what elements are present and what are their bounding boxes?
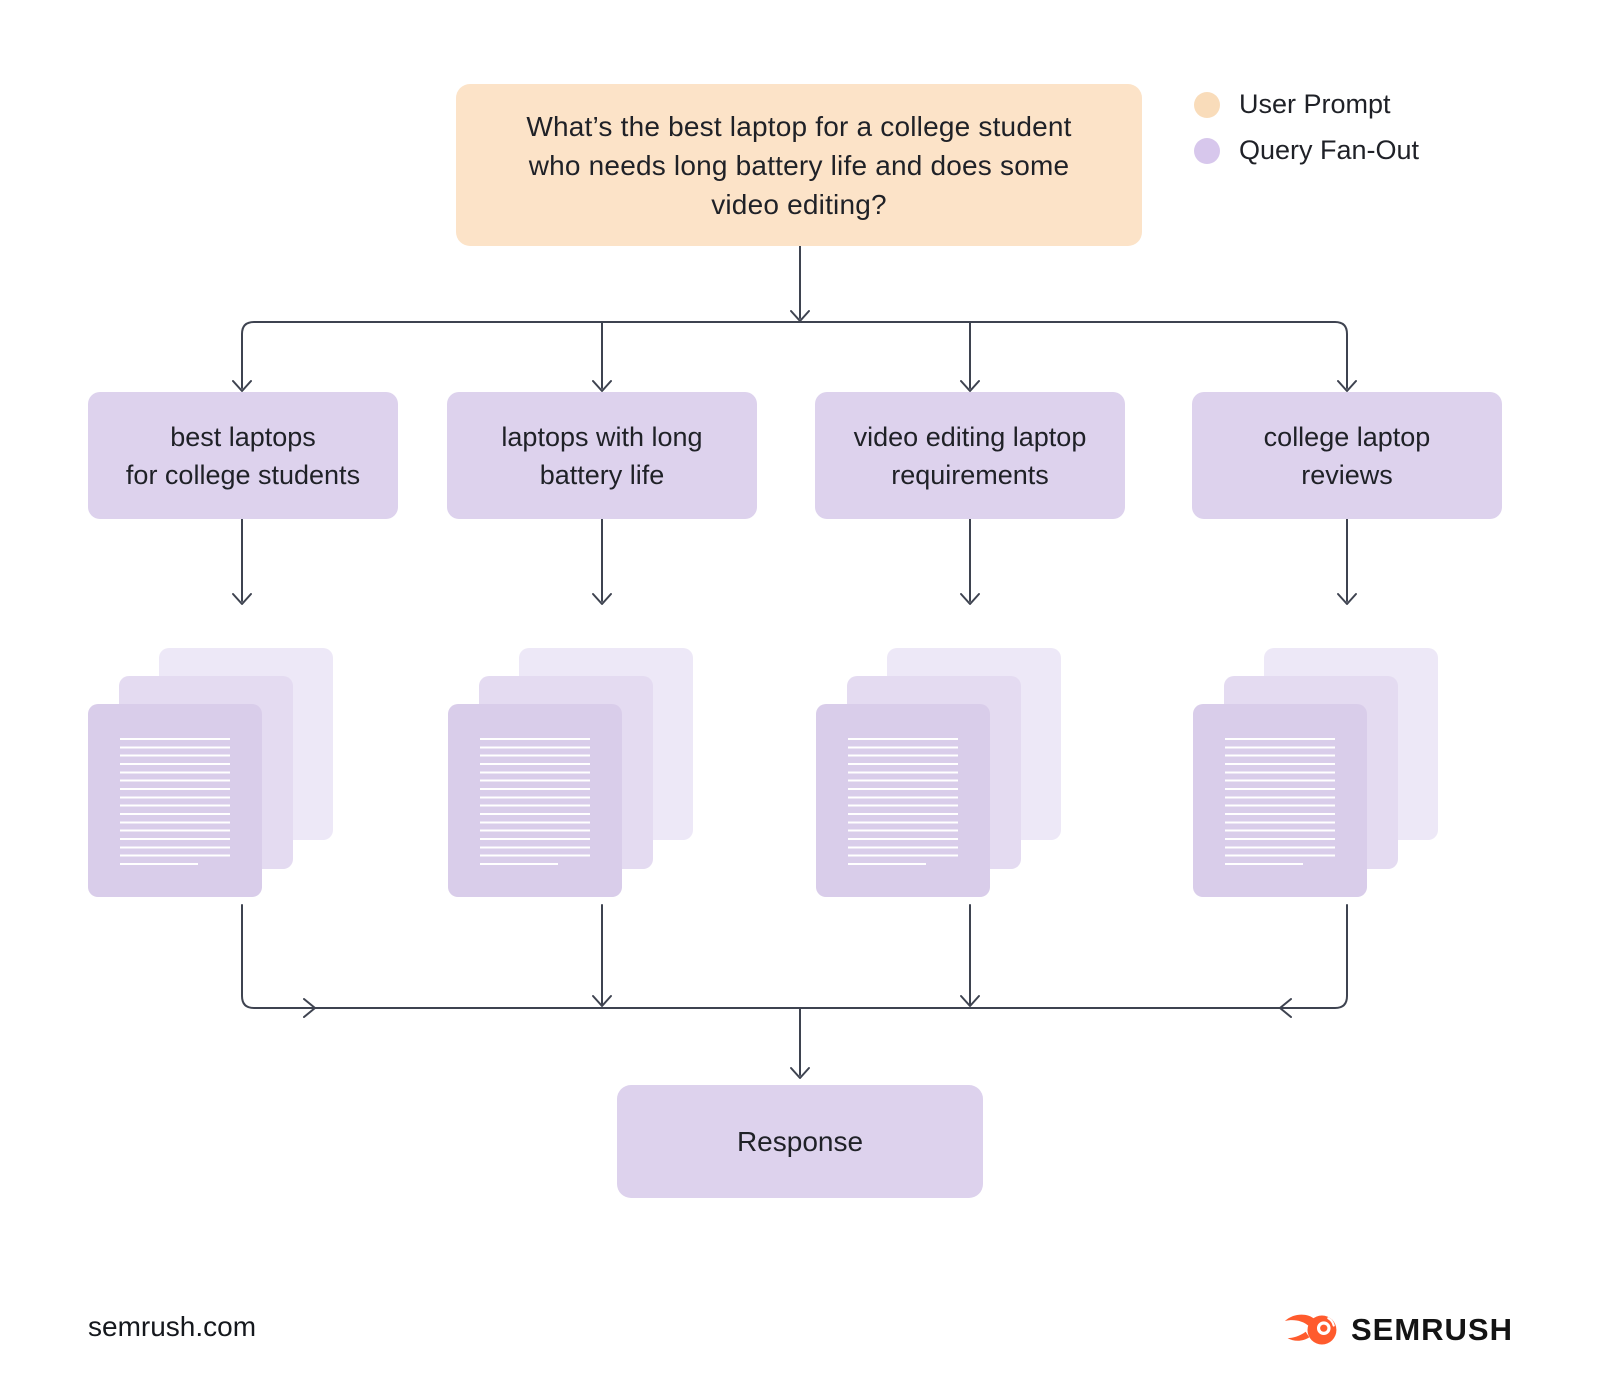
arrowhead-query-1 [232,593,252,605]
arrowhead-merge-left-inward [303,998,316,1018]
arrowhead-drop-2 [592,380,612,392]
arrowhead-rail-right [1337,380,1357,392]
document-text-lines [848,738,958,865]
legend-item-user-prompt: User Prompt [1194,91,1419,118]
arrowhead-query-4 [1337,593,1357,605]
legend-label: Query Fan-Out [1239,135,1420,165]
semrush-logo: SEMRUSH [1283,1308,1513,1352]
arrowhead-response [790,1067,810,1079]
document-icon [448,704,622,897]
legend-label: User Prompt [1239,89,1391,119]
query-label: best laptops for college students [125,421,361,490]
query-fanout-legend-dot [1194,137,1220,164]
docs-stack-long-battery [448,648,694,898]
document-icon [816,704,990,897]
rail-top [241,321,1348,389]
arrowhead-drop-3 [960,380,980,392]
site-url: semrush.com [88,1311,257,1342]
query-node-best-laptops: best laptops for college students [88,392,398,519]
arrowhead-merge-3 [960,995,980,1007]
query-label: college laptop reviews [1263,421,1431,490]
arrowhead-query-3 [960,593,980,605]
query-label: video editing laptop requirements [853,421,1087,490]
user-prompt-text: What’s the best laptop for a college stu… [526,110,1072,220]
response-label: Response [736,1125,864,1157]
document-icon [88,704,262,897]
arrowhead-merge-2 [592,995,612,1007]
query-label: laptops with long battery life [501,421,703,490]
docs-stack-college-reviews [1193,648,1439,898]
docs-stack-video-editing [816,648,1062,898]
arrowhead-merge-right-inward [1279,998,1292,1018]
response-node: Response [617,1085,983,1198]
document-text-lines [120,738,230,865]
rail-merge [241,904,1348,1009]
semrush-wordmark: SEMRUSH [1350,1312,1513,1347]
query-node-long-battery: laptops with long battery life [447,392,757,519]
legend: User Prompt Query Fan-Out [1194,91,1419,183]
docs-stack-best-laptops [88,648,334,898]
arrowhead-query-2 [592,593,612,605]
user-prompt-legend-dot [1194,91,1220,118]
legend-item-query-fanout: Query Fan-Out [1194,137,1419,164]
document-text-lines [1225,738,1335,865]
user-prompt-node: What’s the best laptop for a college stu… [456,84,1142,246]
semrush-flame-icon [1284,1314,1337,1345]
query-node-college-reviews: college laptop reviews [1192,392,1502,519]
query-node-video-editing: video editing laptop requirements [815,392,1125,519]
arrowhead-rail-left [232,380,252,392]
document-icon [1193,704,1367,897]
document-text-lines [480,738,590,865]
